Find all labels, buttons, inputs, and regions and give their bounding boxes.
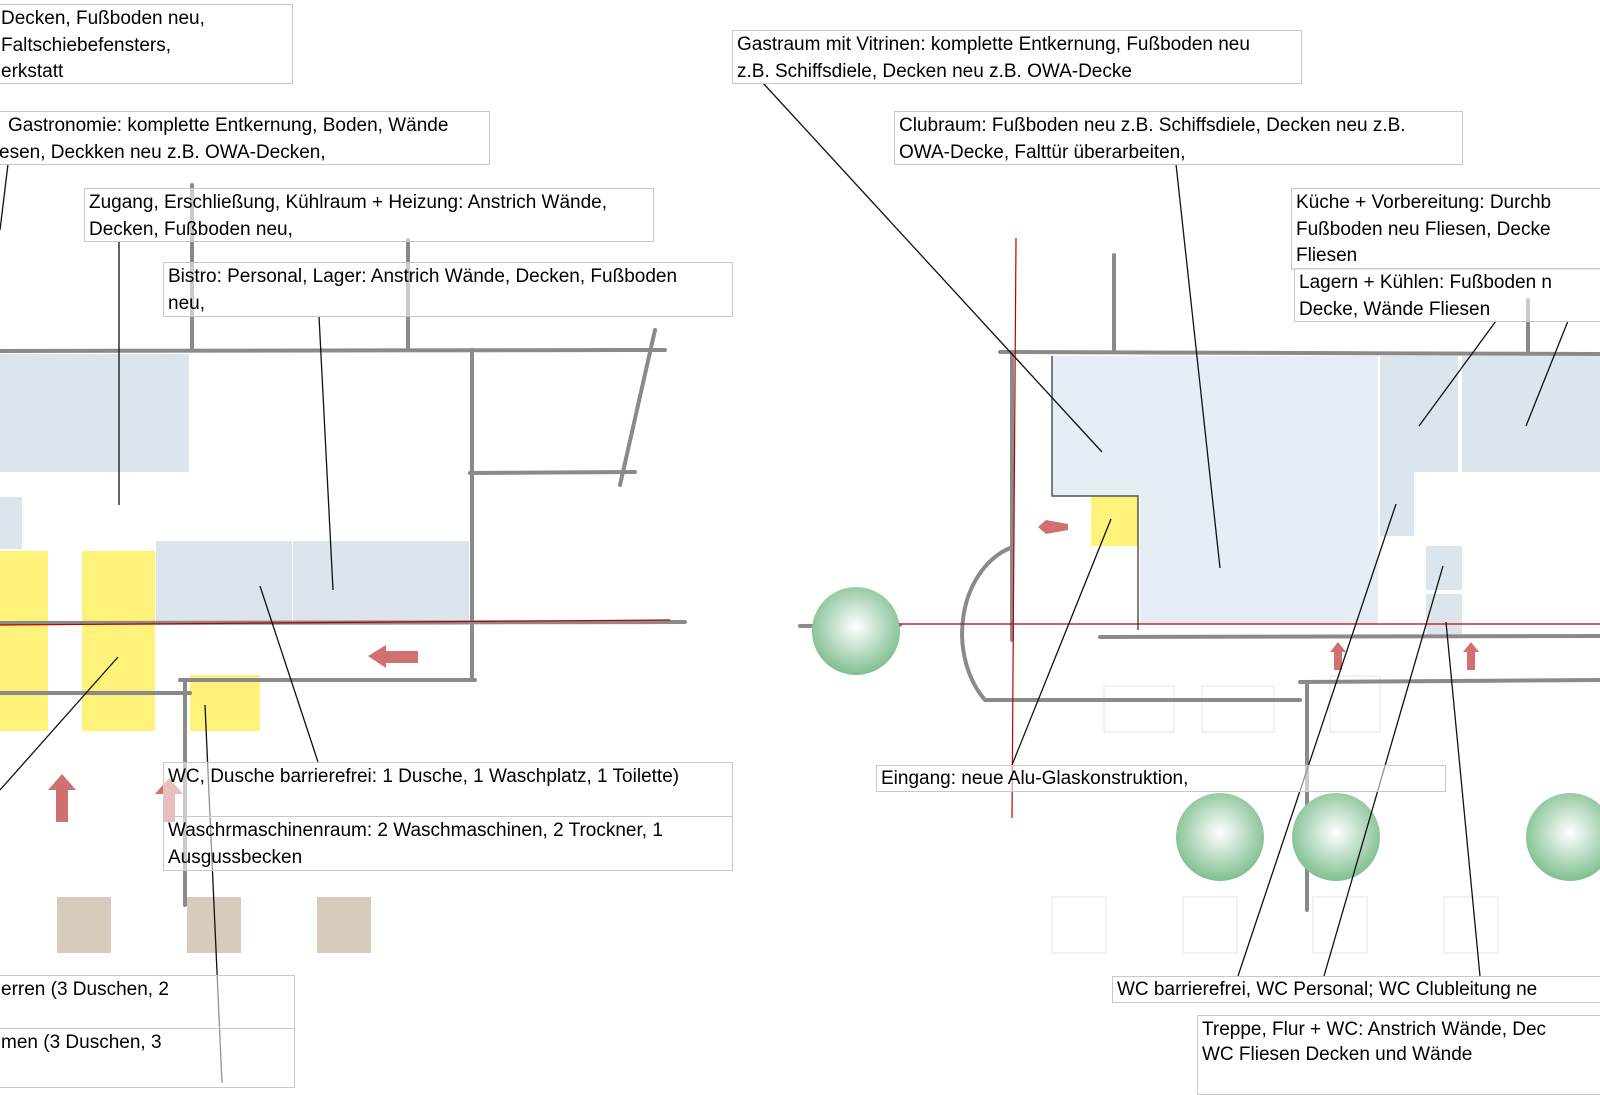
note-line: men (3 Duschen, 3 bbox=[1, 1032, 162, 1053]
note-line: erren (3 Duschen, 2 bbox=[1, 979, 169, 1000]
rooms-blue bbox=[0, 354, 1600, 634]
note-damen: men (3 Duschen, 3 bbox=[0, 1028, 295, 1088]
rooms-yellow bbox=[0, 496, 1138, 731]
note-line: erkstatt bbox=[1, 61, 64, 82]
note-eingang: Eingang: neue Alu-Glaskonstruktion, bbox=[876, 765, 1446, 792]
note-line: Decken, Fußboden neu, bbox=[1, 8, 205, 29]
note-line: WC barrierefrei, WC Personal; WC Clublei… bbox=[1117, 979, 1538, 1000]
leader-lines bbox=[0, 82, 1569, 1083]
note-line: Ausgussbecken bbox=[168, 846, 303, 868]
note-line: Bistro: Personal, Lager: Anstrich Wände,… bbox=[168, 266, 678, 287]
note-wc-dusche: WC, Dusche barrierefrei: 1 Dusche, 1 Was… bbox=[163, 762, 733, 817]
axis-lines bbox=[0, 237, 1600, 819]
note-lagern: Lagern + Kühlen: Fußboden n Decke, Wände… bbox=[1294, 268, 1600, 322]
note-line: Gastronomie: komplette Entkernung, Boden… bbox=[8, 115, 449, 136]
note-line: Decke, Wände Fliesen bbox=[1299, 298, 1491, 320]
note-line: Lagern + Kühlen: Fußboden n bbox=[1299, 272, 1552, 293]
note-line: Küche + Vorbereitung: Durchb bbox=[1296, 192, 1552, 213]
note-line: esen, Deckken neu z.B. OWA-Decken, bbox=[0, 141, 326, 163]
note-wc-barrierefrei: WC barrierefrei, WC Personal; WC Clublei… bbox=[1112, 976, 1600, 1003]
note-line: Waschrmaschinenraum: 2 Waschmaschinen, 2… bbox=[168, 820, 663, 841]
note-bistro: Bistro: Personal, Lager: Anstrich Wände,… bbox=[163, 262, 733, 317]
fixtures-outline bbox=[1051, 675, 1499, 954]
note-line: z.B. Schiffsdiele, Decken neu z.B. OWA-D… bbox=[737, 60, 1132, 82]
note-line: Fliesen bbox=[1296, 245, 1358, 266]
note-zugang: Zugang, Erschließung, Kühlraum + Heizung… bbox=[84, 188, 654, 242]
note-line: Fußboden neu Fliesen, Decke bbox=[1296, 218, 1551, 240]
note-line: Gastraum mit Vitrinen: komplette Entkern… bbox=[737, 34, 1250, 55]
note-line: Decken, Fußboden neu, bbox=[89, 218, 293, 240]
note-line: Zugang, Erschließung, Kühlraum + Heizung… bbox=[89, 192, 608, 213]
note-line: Faltschiebefensters, bbox=[1, 34, 172, 56]
room-edges bbox=[1051, 356, 1139, 630]
note-kueche: Küche + Vorbereitung: Durchb Fußboden ne… bbox=[1291, 188, 1600, 270]
note-line: WC, Dusche barrierefrei: 1 Dusche, 1 Was… bbox=[168, 766, 680, 787]
note-line: Treppe, Flur + WC: Anstrich Wände, Dec bbox=[1202, 1019, 1547, 1040]
note-gastronomie: Gastronomie: komplette Entkernung, Boden… bbox=[0, 111, 490, 165]
note-gastraum: Gastraum mit Vitrinen: komplette Entkern… bbox=[732, 30, 1302, 84]
note-line: neu, bbox=[168, 292, 205, 314]
note-line: Eingang: neue Alu-Glaskonstruktion, bbox=[881, 768, 1189, 789]
note-herren: erren (3 Duschen, 2 bbox=[0, 975, 295, 1029]
note-line: OWA-Decke, Falttür überarbeiten, bbox=[899, 141, 1186, 163]
note-treppe: Treppe, Flur + WC: Anstrich Wände, Dec W… bbox=[1197, 1015, 1600, 1095]
note-line: WC Fliesen Decken und Wände bbox=[1202, 1044, 1473, 1065]
note-werkstatt: Decken, Fußboden neu, Faltschiebefenster… bbox=[0, 4, 293, 84]
note-line: Clubraum: Fußboden neu z.B. Schiffsdiele… bbox=[899, 115, 1406, 136]
note-clubraum: Clubraum: Fußboden neu z.B. Schiffsdiele… bbox=[894, 111, 1463, 165]
trees bbox=[812, 587, 1600, 881]
fixtures-beige bbox=[57, 897, 371, 953]
note-waschmaschinen: Waschrmaschinenraum: 2 Waschmaschinen, 2… bbox=[163, 816, 733, 871]
